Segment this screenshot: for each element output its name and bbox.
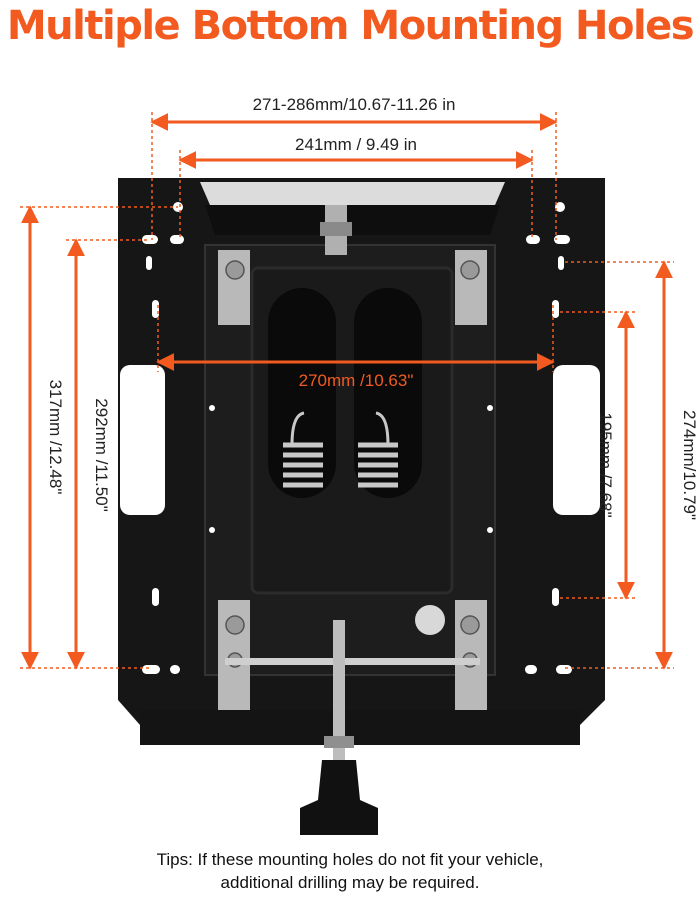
tips-line-2: additional drilling may be required. <box>220 873 480 892</box>
dim-middle: 270mm /10.63" <box>299 371 414 390</box>
dimension-lines <box>21 113 673 670</box>
product-photo <box>118 178 605 835</box>
tips-line-1: Tips: If these mounting holes do not fit… <box>156 850 544 869</box>
cross-rod <box>225 658 480 665</box>
adjust-rod <box>333 620 345 760</box>
page-title: Multiple Bottom Mounting Holes <box>6 3 695 49</box>
right-side-cutout <box>553 365 600 515</box>
dim-right-inner: 195mm /7.68" <box>596 412 615 517</box>
left-side-cutout <box>120 365 165 515</box>
plate-knob <box>415 605 445 635</box>
top-bar <box>200 182 505 205</box>
dim-top-inner: 241mm / 9.49 in <box>295 135 417 154</box>
extension-lines <box>20 112 674 669</box>
tips-note: Tips: If these mounting holes do not fit… <box>0 848 700 894</box>
dim-right-outer: 274mm/10.79" <box>680 410 699 520</box>
adjust-handle-icon <box>300 760 378 835</box>
left-spring <box>283 411 323 488</box>
dim-left-outer: 317mm /12.48" <box>46 380 65 495</box>
dim-left-inner: 292mm /11.50" <box>92 398 111 511</box>
dim-top-outer: 271-286mm/10.67-11.26 in <box>253 95 456 114</box>
right-spring <box>358 411 398 488</box>
bottom-base <box>140 710 580 745</box>
